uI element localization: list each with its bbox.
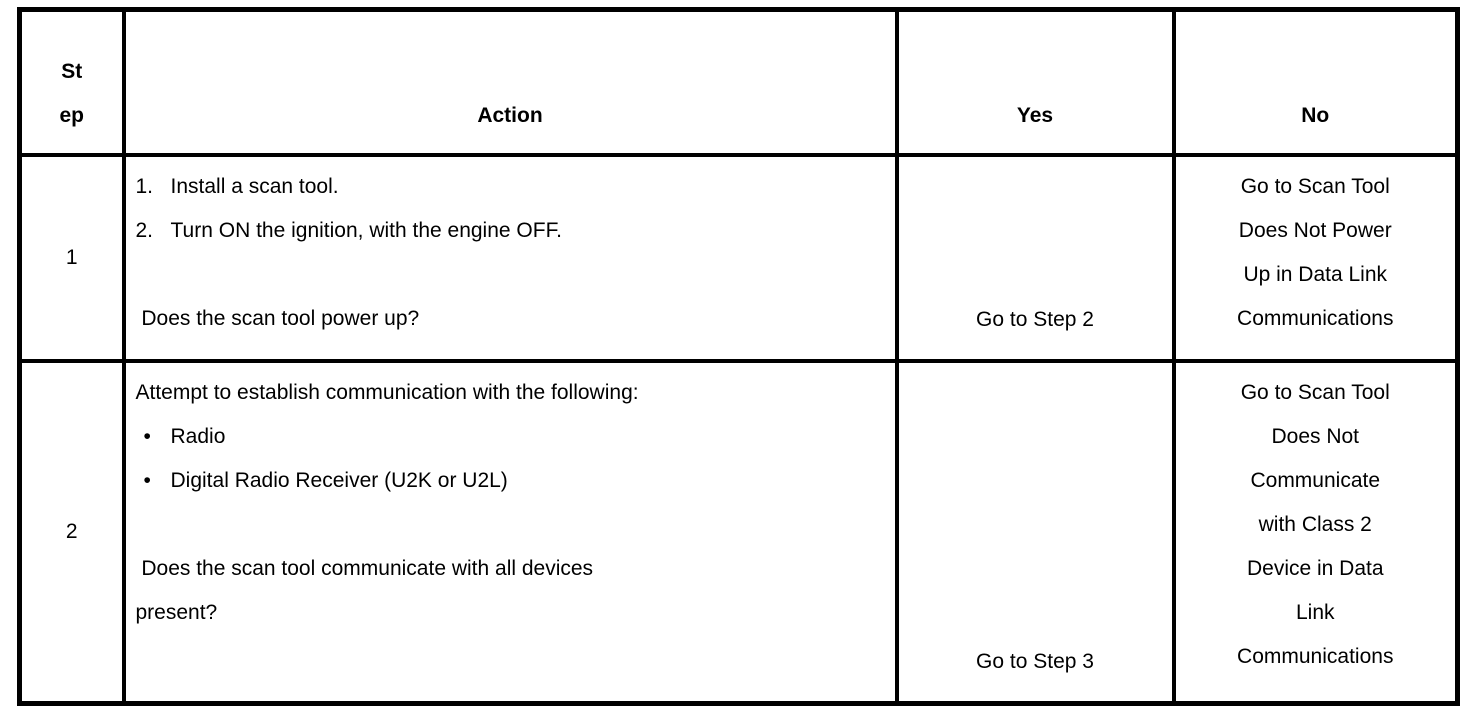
no-result-cell: Go to Scan Tool Does Not Power Up in Dat…	[1171, 152, 1460, 363]
action-list-item: 1. Install a scan tool.	[136, 165, 885, 209]
action-cell: 1. Install a scan tool. 2. Turn ON the igni…	[121, 152, 899, 363]
number-marker: 1.	[135, 174, 154, 198]
no-result-cell: Go to Scan Tool Does Not Communicate wit…	[1171, 358, 1460, 706]
action-text-line: Does the scan tool power up?	[135, 306, 420, 330]
header-action: Action	[121, 7, 899, 157]
table-row: 2 Attempt to establish communication wit…	[17, 358, 1460, 706]
bullet-marker: •	[143, 468, 151, 492]
diagnostic-table: St ep Action Yes No 1 1. Install a scan t…	[17, 7, 1460, 706]
header-yes: Yes	[894, 7, 1176, 157]
number-marker: 2.	[135, 218, 154, 242]
yes-result-cell: Go to Step 3	[894, 358, 1176, 706]
yes-result-cell: Go to Step 2	[894, 152, 1176, 363]
header-step: St ep	[17, 7, 126, 157]
action-list-item: • Digital Radio Receiver (U2K or U2L)	[136, 459, 885, 503]
step-number-cell: 2	[17, 358, 126, 706]
action-blank-line	[136, 503, 885, 547]
action-list-item: 2. Turn ON the ignition, with the engine …	[136, 209, 885, 253]
action-text-line: Does the scan tool communicate with all …	[135, 556, 594, 624]
table-header-row: St ep Action Yes No	[17, 7, 1460, 157]
action-item-text: Turn ON the ignition, with the engine OF…	[170, 218, 562, 242]
table-body: 1 1. Install a scan tool. 2. Turn ON the ig…	[17, 152, 1460, 706]
action-item-text: Digital Radio Receiver (U2K or U2L)	[170, 468, 508, 492]
action-item-text: Install a scan tool.	[170, 174, 339, 198]
bullet-marker: •	[143, 424, 151, 448]
action-blank-line	[136, 253, 885, 297]
action-list-item: • Radio	[136, 415, 885, 459]
action-text-line: Attempt to establish communication with …	[135, 380, 639, 404]
header-no: No	[1171, 7, 1460, 157]
action-cell: Attempt to establish communication with …	[121, 358, 899, 706]
table-row: 1 1. Install a scan tool. 2. Turn ON the ig…	[17, 152, 1460, 363]
action-item-text: Radio	[170, 424, 226, 448]
step-number-cell: 1	[17, 152, 126, 363]
